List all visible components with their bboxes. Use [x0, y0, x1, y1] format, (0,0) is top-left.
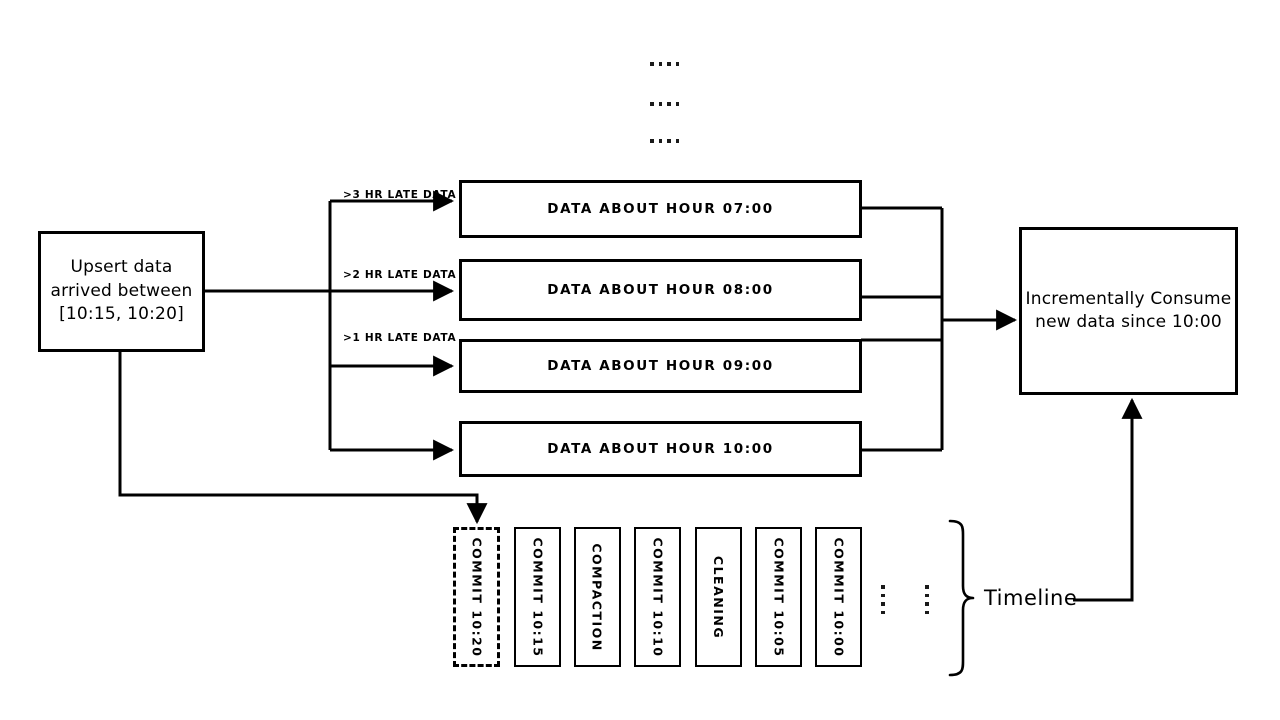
- timeline-instant-label: COMPACTION: [590, 542, 605, 652]
- incremental-consume-line-1: Incrementally Consume: [1025, 288, 1232, 309]
- ellipsis-dot: [650, 62, 654, 66]
- timeline-instant-label: COMMIT 10:20: [469, 537, 484, 657]
- upsert-source-box[interactable]: Upsert data arrived between [10:15, 10:2…: [38, 231, 205, 352]
- timeline-instant-commit-10-15[interactable]: COMMIT 10:15: [514, 527, 561, 667]
- edge-source-to-commit: [118, 352, 488, 525]
- timeline-instant-commit-10-10[interactable]: COMMIT 10:10: [634, 527, 681, 667]
- top-ellipsis-row-1: [650, 62, 679, 66]
- timeline-instant-label: COMMIT 10:05: [771, 537, 786, 657]
- hour-partition-label-07: DATA ABOUT HOUR 07:00: [547, 201, 774, 217]
- continuation-dot: [925, 593, 929, 597]
- top-ellipsis-row-2: [650, 102, 679, 106]
- timeline-instant-label: COMMIT 10:15: [530, 537, 545, 657]
- hour-partition-box-09[interactable]: DATA ABOUT HOUR 09:00: [459, 339, 862, 393]
- hour-partition-box-10[interactable]: DATA ABOUT HOUR 10:00: [459, 421, 862, 477]
- ellipsis-dot: [675, 139, 679, 143]
- edge-timeline-to-consumer: [1073, 397, 1143, 602]
- timeline-instant-commit-10-05[interactable]: COMMIT 10:05: [755, 527, 802, 667]
- late-data-label-2hr: >2 HR LATE DATA: [343, 269, 457, 281]
- ellipsis-dot: [658, 139, 662, 143]
- ellipsis-dot: [650, 139, 654, 143]
- timeline-instant-label: COMMIT 10:00: [831, 537, 846, 657]
- timeline-brace: [948, 519, 975, 677]
- timeline-instant-cleaning[interactable]: CLEANING: [695, 527, 742, 667]
- hour-partition-label-09: DATA ABOUT HOUR 09:00: [547, 358, 774, 374]
- timeline-instant-label: CLEANING: [711, 555, 726, 639]
- timeline-instant-label: COMMIT 10:10: [650, 537, 665, 657]
- continuation-dot: [925, 602, 929, 606]
- late-data-label-1hr: >1 HR LATE DATA: [343, 332, 457, 344]
- ellipsis-dot: [667, 102, 671, 106]
- continuation-dot: [881, 585, 885, 589]
- continuation-dot: [881, 602, 885, 606]
- incremental-consume-line-2: new data since 10:00: [1035, 312, 1222, 332]
- upsert-source-line-1: Upsert data: [70, 257, 173, 278]
- top-ellipsis-row-3: [650, 139, 679, 143]
- ellipsis-dot: [675, 102, 679, 106]
- incremental-consume-box[interactable]: Incrementally Consume new data since 10:…: [1019, 227, 1238, 395]
- timeline-instant-commit-10-00[interactable]: COMMIT 10:00: [815, 527, 862, 667]
- continuation-dot: [881, 593, 885, 597]
- timeline-instant-compaction[interactable]: COMPACTION: [574, 527, 621, 667]
- ellipsis-dot: [675, 62, 679, 66]
- timeline-continuation-dots-right: [925, 585, 929, 614]
- upsert-source-line-3: [10:15, 10:20]: [59, 304, 184, 325]
- hour-partition-box-08[interactable]: DATA ABOUT HOUR 08:00: [459, 259, 862, 321]
- continuation-dot: [881, 610, 885, 614]
- upsert-source-line-2: arrived between: [50, 280, 193, 301]
- timeline-instant-commit-10-20[interactable]: COMMIT 10:20: [453, 527, 500, 667]
- hour-partition-label-08: DATA ABOUT HOUR 08:00: [547, 282, 774, 298]
- ellipsis-dot: [658, 102, 662, 106]
- late-data-label-3hr: >3 HR LATE DATA: [343, 189, 457, 201]
- ellipsis-dot: [658, 62, 662, 66]
- continuation-dot: [925, 610, 929, 614]
- timeline-continuation-dots-left: [881, 585, 885, 614]
- ellipsis-dot: [650, 102, 654, 106]
- ellipsis-dot: [667, 62, 671, 66]
- timeline-caption: Timeline: [984, 586, 1078, 610]
- hour-partition-label-10: DATA ABOUT HOUR 10:00: [547, 441, 774, 457]
- continuation-dot: [925, 585, 929, 589]
- hour-partition-box-07[interactable]: DATA ABOUT HOUR 07:00: [459, 180, 862, 238]
- ellipsis-dot: [667, 139, 671, 143]
